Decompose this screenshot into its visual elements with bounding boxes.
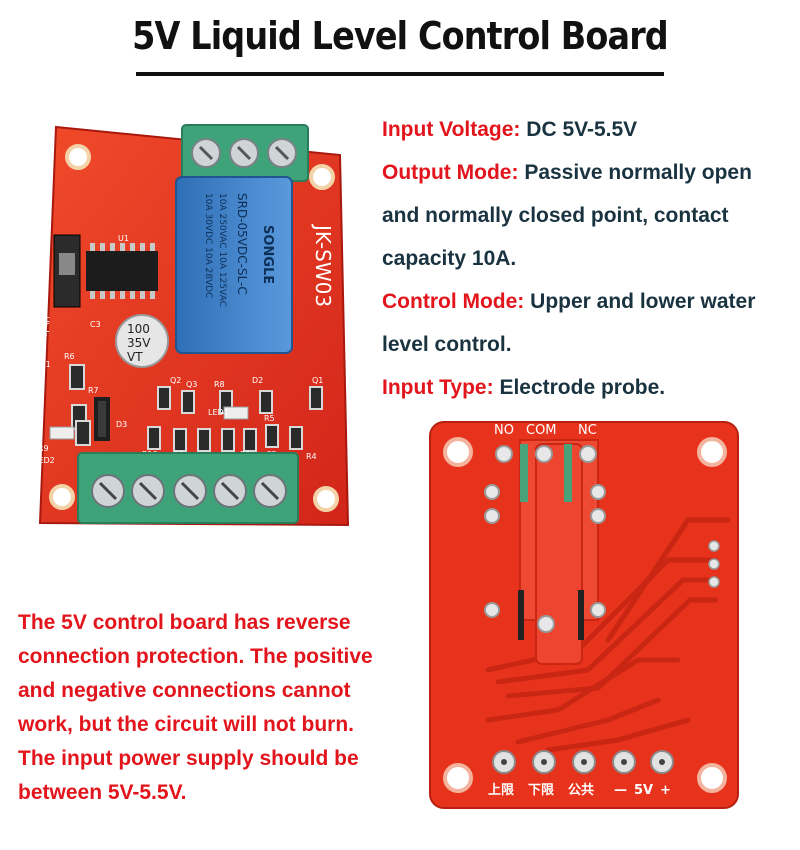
component-label: R4 xyxy=(306,452,317,461)
mounting-hole xyxy=(443,763,473,793)
switch-label-drain: 排水 xyxy=(37,315,51,337)
capacitor-text: 35V xyxy=(127,336,151,350)
spec-label: Input Voltage: xyxy=(382,118,521,141)
component-label: C3 xyxy=(90,320,101,329)
spec-value: Passive normally open xyxy=(524,161,752,184)
input-label-upper: 上限 xyxy=(488,783,515,798)
note-line: The 5V control board has reverse xyxy=(18,611,351,634)
component-label: R8 xyxy=(214,380,225,389)
spec-output-mode: Output Mode: Passive normally open and n… xyxy=(382,151,800,280)
input-label-common: 公共 xyxy=(568,782,594,798)
mounting-hole xyxy=(697,763,727,793)
component-label: D2 xyxy=(252,376,263,385)
component-label: U1 xyxy=(118,234,129,243)
note-line: and negative connections cannot xyxy=(18,679,351,702)
note-line: connection protection. The positive xyxy=(18,645,373,668)
spec-label: Output Mode: xyxy=(382,161,519,184)
page-title: 5V Liquid Level Control Board xyxy=(132,14,669,58)
spec-value: Upper and lower water xyxy=(530,290,756,313)
spec-label: Input Type: xyxy=(382,376,494,399)
note-line: work, but the circuit will not burn. xyxy=(18,713,354,736)
input-label-lower: 下限 xyxy=(528,783,555,798)
input-label-plus: + xyxy=(660,783,671,798)
mounting-hole xyxy=(443,437,473,467)
mounting-hole xyxy=(65,144,91,170)
capacitor-text: 100 xyxy=(127,322,150,336)
component-label: Q1 xyxy=(312,376,323,385)
relay-rating: 10A 30VDC 10A 28VDC xyxy=(203,193,213,298)
spec-input-voltage: Input Voltage: DC 5V-5.5V xyxy=(382,108,800,151)
spec-list: Input Voltage: DC 5V-5.5V Output Mode: P… xyxy=(382,108,800,409)
component-label: R5 xyxy=(264,414,275,423)
smd-components xyxy=(69,364,323,452)
spec-value: and normally closed point, contact xyxy=(382,204,729,227)
terminal-label-nc: NC xyxy=(578,423,597,438)
slide-switch xyxy=(53,234,81,308)
relay-brand: SONGLE xyxy=(260,225,275,284)
spec-value: capacity 10A. xyxy=(382,247,517,270)
back-board-photo: NO COM NC 上限 下限 公共 — 5V + xyxy=(429,421,739,809)
component-label: R9 xyxy=(38,444,49,453)
ic-u1 xyxy=(86,251,158,291)
mounting-hole xyxy=(313,486,339,512)
input-label-5v: 5V xyxy=(634,783,653,798)
spec-control-mode: Control Mode: Upper and lower water leve… xyxy=(382,280,800,366)
isolation-slot xyxy=(518,590,524,640)
terminal-label-no: NO xyxy=(494,423,514,438)
capacitor-text: VT xyxy=(127,350,143,364)
silkscreen-model: JK-SW03 xyxy=(311,223,335,307)
spec-label: Control Mode: xyxy=(382,290,525,313)
spec-value: Electrode probe. xyxy=(499,376,666,399)
led xyxy=(223,406,249,420)
relay xyxy=(175,176,293,354)
spec-value: DC 5V-5.5V xyxy=(526,118,638,141)
component-label: LED1 xyxy=(208,408,229,417)
component-label: D3 xyxy=(116,420,127,429)
component-label: Q3 xyxy=(186,380,197,389)
isolation-slot xyxy=(520,444,528,502)
component-label: C1 xyxy=(40,360,51,369)
electrolytic-capacitor xyxy=(115,314,169,368)
relay-rating: 10A 250VAC 10A 125VAC xyxy=(217,193,227,307)
note-line: between 5V-5.5V. xyxy=(18,781,187,804)
input-label-minus: — xyxy=(614,783,627,798)
note-line: The input power supply should be xyxy=(18,747,359,770)
spec-input-type: Input Type: Electrode probe. xyxy=(382,366,800,409)
front-board-photo: SONGLE SRD-05VDC-SL-C 10A 250VAC 10A 125… xyxy=(34,124,350,527)
terminal-label-com: COM xyxy=(526,423,557,438)
solder-joints xyxy=(484,445,606,633)
spec-value: level control. xyxy=(382,333,512,356)
title-underline xyxy=(136,72,664,76)
mounting-hole xyxy=(309,164,335,190)
component-label: R7 xyxy=(88,386,99,395)
led xyxy=(49,426,75,440)
mounting-hole xyxy=(697,437,727,467)
component-label: Q2 xyxy=(170,376,181,385)
relay-model: SRD-05VDC-SL-C xyxy=(235,193,249,295)
component-label: R6 xyxy=(64,352,75,361)
isolation-slot xyxy=(564,444,572,502)
switch-label-fill: 补水 xyxy=(37,203,50,225)
isolation-slot xyxy=(578,590,584,640)
warning-note: The 5V control board has reverse connect… xyxy=(18,606,408,810)
component-label: LED2 xyxy=(34,456,55,465)
pcb-traces xyxy=(485,517,731,753)
mounting-hole xyxy=(49,484,75,510)
